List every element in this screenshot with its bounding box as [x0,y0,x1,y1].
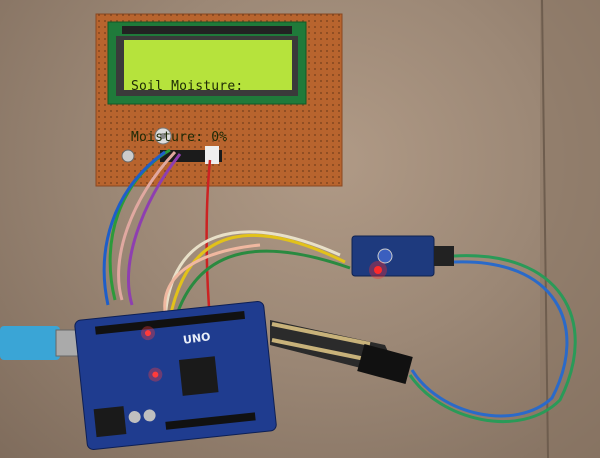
cardboard-edge [540,0,600,458]
wire-blue [102,150,166,306]
lcd-line-2: Moisture: 0% [131,130,228,145]
wire-peach [163,243,261,326]
arduino-led-2 [152,371,159,378]
usb-cable [0,326,60,360]
arduino-led [144,330,151,337]
arduino-capacitor-1 [128,410,141,423]
lcd-line-1: Soil Moisture: [131,79,244,94]
lcd-display-text: Soil Moisture: Moisture: 0% [131,44,291,145]
soil-probe-prong-2 [271,338,371,362]
jumper-cluster [205,146,219,164]
sensor-module-header [434,246,454,266]
potentiometer-knob [160,133,166,139]
arduino-analog-header [165,412,256,430]
lcd-screen [124,40,292,90]
lcd-header-pins [122,26,292,34]
wire-module-to-probe-green [408,254,577,423]
arduino-power-jack [93,406,127,438]
sensor-module-led [374,266,382,274]
arduino-led-2-glow [148,367,163,382]
wire-purple [127,153,182,306]
wire-yellow [168,233,346,319]
wire-red [205,159,212,321]
wire-green-2 [173,249,351,321]
wire-white [163,230,341,321]
arduino-digital-header [95,310,246,335]
sensor-module-trimpot [377,248,393,264]
soil-probe-connector [357,344,413,384]
wire-pink [117,150,177,301]
cardboard-seam [541,0,549,458]
wire-module-to-probe-blue [410,260,569,418]
soil-probe-prong-1 [271,322,371,346]
arduino-chip [178,356,219,396]
arduino-pcb [74,301,277,450]
potentiometer-small [121,149,135,163]
sensor-module [351,235,435,277]
arduino-led-glow [140,326,155,341]
sensor-module-led-glow [369,261,387,279]
arduino-capacitor-2 [143,409,156,422]
arduino-board [74,301,277,450]
